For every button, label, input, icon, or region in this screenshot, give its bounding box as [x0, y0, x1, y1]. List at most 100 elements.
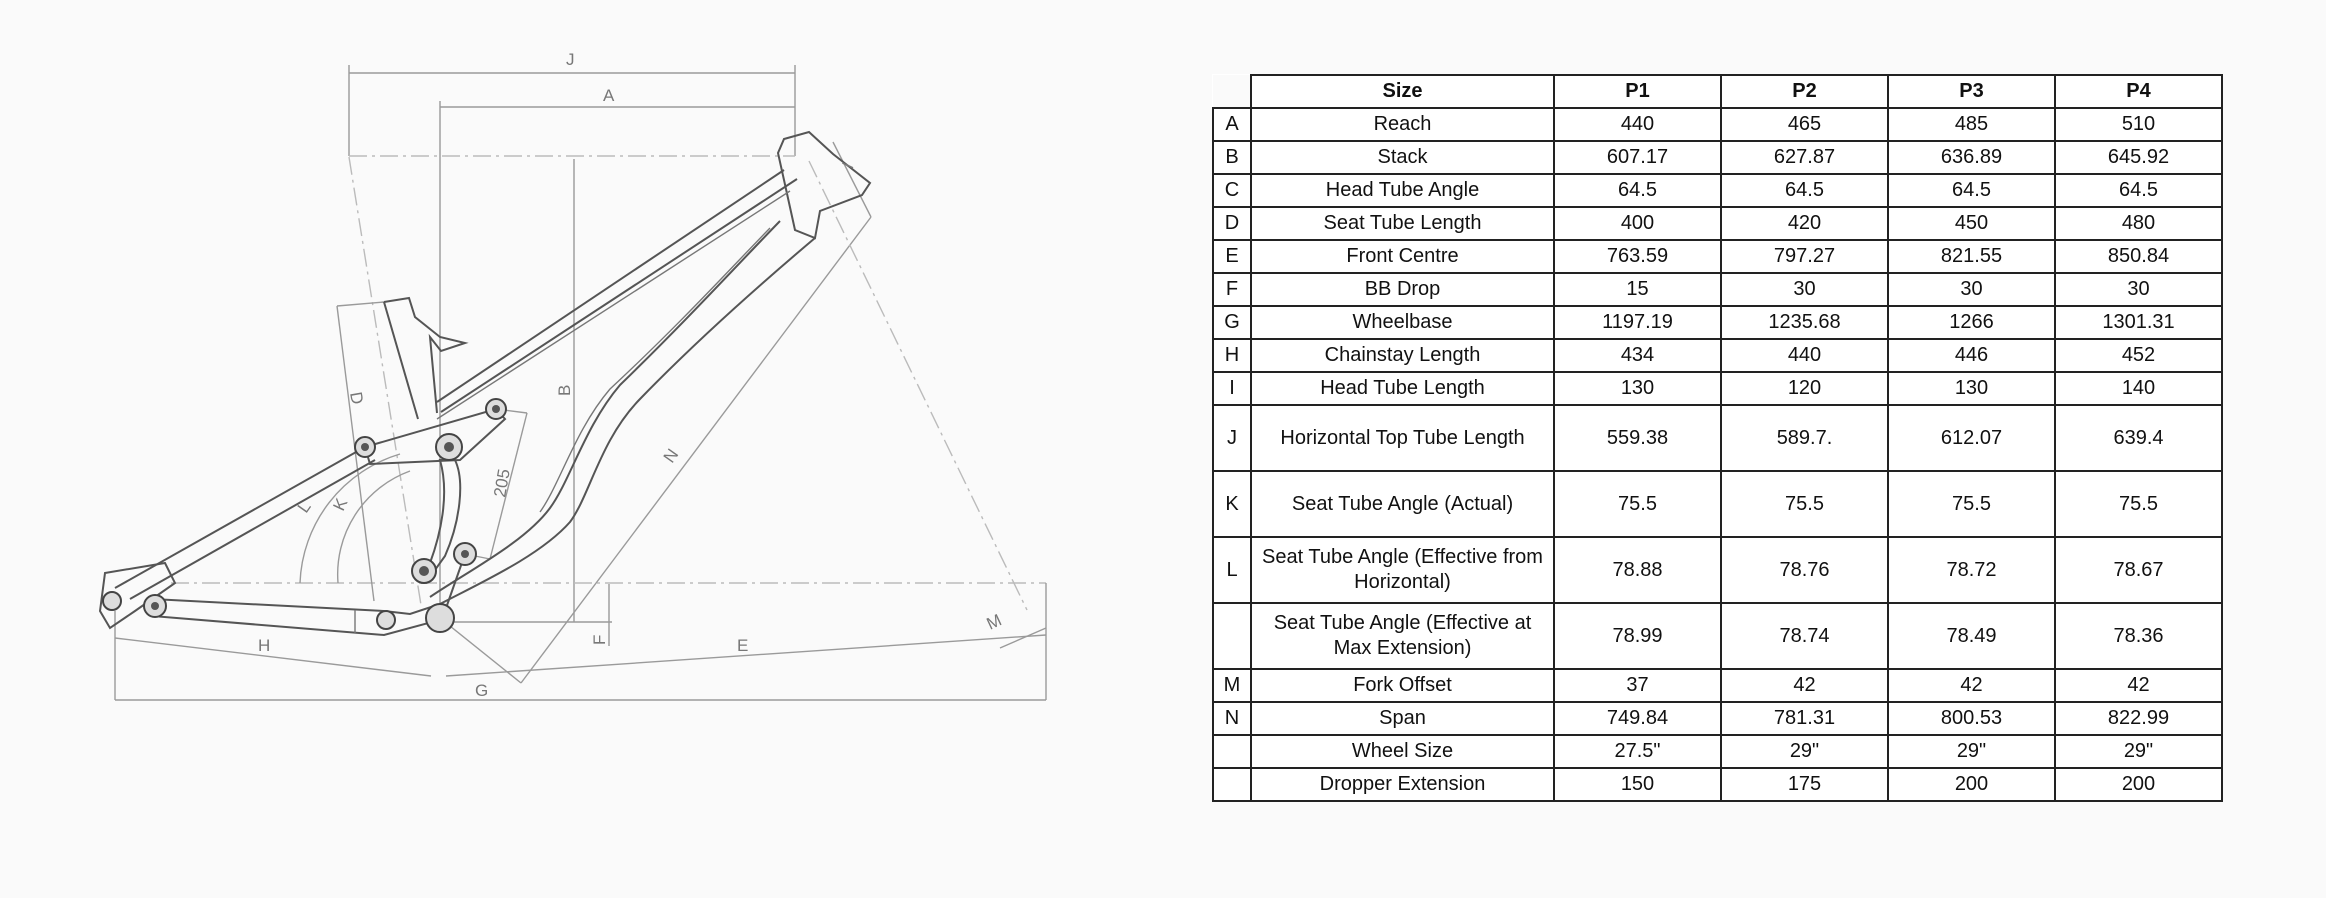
row-letter: B — [1212, 140, 1252, 175]
label-F: F — [590, 635, 609, 645]
row-value-p1: 1197.19 — [1553, 305, 1722, 340]
row-value-p2: 440 — [1720, 338, 1889, 373]
row-value-p3: 64.5 — [1887, 173, 2056, 208]
row-value-p2: 420 — [1720, 206, 1889, 241]
row-value-p4: 78.67 — [2054, 536, 2223, 604]
row-value-p1: 37 — [1553, 668, 1722, 703]
row-value-p3: 30 — [1887, 272, 2056, 307]
row-value-p2: 29" — [1720, 734, 1889, 769]
row-measurement-name: Dropper Extension — [1250, 767, 1555, 802]
row-letter: D — [1212, 206, 1252, 241]
row-value-p1: 150 — [1553, 767, 1722, 802]
row-letter — [1212, 734, 1252, 769]
header-p3: P3 — [1887, 74, 2056, 109]
row-measurement-name: Wheel Size — [1250, 734, 1555, 769]
label-I: I — [838, 159, 857, 171]
row-value-p1: 27.5" — [1553, 734, 1722, 769]
row-value-p3: 42 — [1887, 668, 2056, 703]
row-value-p1: 130 — [1553, 371, 1722, 406]
row-value-p4: 75.5 — [2054, 470, 2223, 538]
row-value-p1: 75.5 — [1553, 470, 1722, 538]
row-letter: C — [1212, 173, 1252, 208]
row-value-p1: 434 — [1553, 338, 1722, 373]
row-value-p1: 749.84 — [1553, 701, 1722, 736]
row-letter: J — [1212, 404, 1252, 472]
row-value-p4: 1301.31 — [2054, 305, 2223, 340]
label-J: J — [566, 50, 575, 69]
row-value-p3: 446 — [1887, 338, 2056, 373]
row-value-p3: 485 — [1887, 107, 2056, 142]
row-value-p4: 850.84 — [2054, 239, 2223, 274]
row-measurement-name: Chainstay Length — [1250, 338, 1555, 373]
row-value-p4: 30 — [2054, 272, 2223, 307]
row-value-p3: 200 — [1887, 767, 2056, 802]
row-value-p2: 797.27 — [1720, 239, 1889, 274]
row-value-p1: 64.5 — [1553, 173, 1722, 208]
label-G: G — [475, 681, 488, 700]
label-D: D — [346, 390, 367, 405]
row-value-p3: 636.89 — [1887, 140, 2056, 175]
row-value-p4: 200 — [2054, 767, 2223, 802]
header-p2: P2 — [1720, 74, 1889, 109]
dimension-lines — [114, 65, 1047, 701]
row-letter: K — [1212, 470, 1252, 538]
row-letter: H — [1212, 338, 1252, 373]
row-measurement-name: Reach — [1250, 107, 1555, 142]
row-value-p3: 78.72 — [1887, 536, 2056, 604]
bike-frame — [98, 130, 872, 637]
row-measurement-name: Head Tube Length — [1250, 371, 1555, 406]
row-letter — [1212, 602, 1252, 670]
row-value-p4: 64.5 — [2054, 173, 2223, 208]
row-value-p4: 42 — [2054, 668, 2223, 703]
row-measurement-name: Seat Tube Angle (Effective at Max Extens… — [1250, 602, 1555, 670]
row-measurement-name: Fork Offset — [1250, 668, 1555, 703]
header-p1: P1 — [1553, 74, 1722, 109]
label-K: K — [329, 495, 351, 514]
row-value-p3: 612.07 — [1887, 404, 2056, 472]
row-value-p3: 75.5 — [1887, 470, 2056, 538]
row-value-p1: 15 — [1553, 272, 1722, 307]
row-letter: A — [1212, 107, 1252, 142]
row-value-p1: 78.99 — [1553, 602, 1722, 670]
row-value-p2: 78.76 — [1720, 536, 1889, 604]
row-value-p2: 78.74 — [1720, 602, 1889, 670]
row-value-p2: 64.5 — [1720, 173, 1889, 208]
frame-geometry-drawing: J A B D N 205 L K H G E F M I — [98, 50, 1047, 701]
row-value-p3: 130 — [1887, 371, 2056, 406]
header-size: Size — [1250, 74, 1555, 109]
row-value-p4: 78.36 — [2054, 602, 2223, 670]
label-shock-length: 205 — [490, 467, 514, 498]
row-letter: N — [1212, 701, 1252, 736]
row-measurement-name: Head Tube Angle — [1250, 173, 1555, 208]
row-measurement-name: Seat Tube Angle (Actual) — [1250, 470, 1555, 538]
row-value-p1: 559.38 — [1553, 404, 1722, 472]
row-value-p2: 781.31 — [1720, 701, 1889, 736]
row-value-p1: 78.88 — [1553, 536, 1722, 604]
row-value-p4: 452 — [2054, 338, 2223, 373]
row-value-p1: 440 — [1553, 107, 1722, 142]
row-letter: I — [1212, 371, 1252, 406]
row-value-p3: 821.55 — [1887, 239, 2056, 274]
row-measurement-name: Horizontal Top Tube Length — [1250, 404, 1555, 472]
label-B: B — [555, 385, 574, 396]
label-E: E — [737, 636, 748, 655]
row-letter: M — [1212, 668, 1252, 703]
table-row: Seat Tube Angle (Effective at Max Extens… — [1212, 602, 2223, 670]
row-value-p1: 763.59 — [1553, 239, 1722, 274]
row-measurement-name: Wheelbase — [1250, 305, 1555, 340]
label-H: H — [258, 636, 270, 655]
row-value-p4: 140 — [2054, 371, 2223, 406]
row-value-p4: 645.92 — [2054, 140, 2223, 175]
